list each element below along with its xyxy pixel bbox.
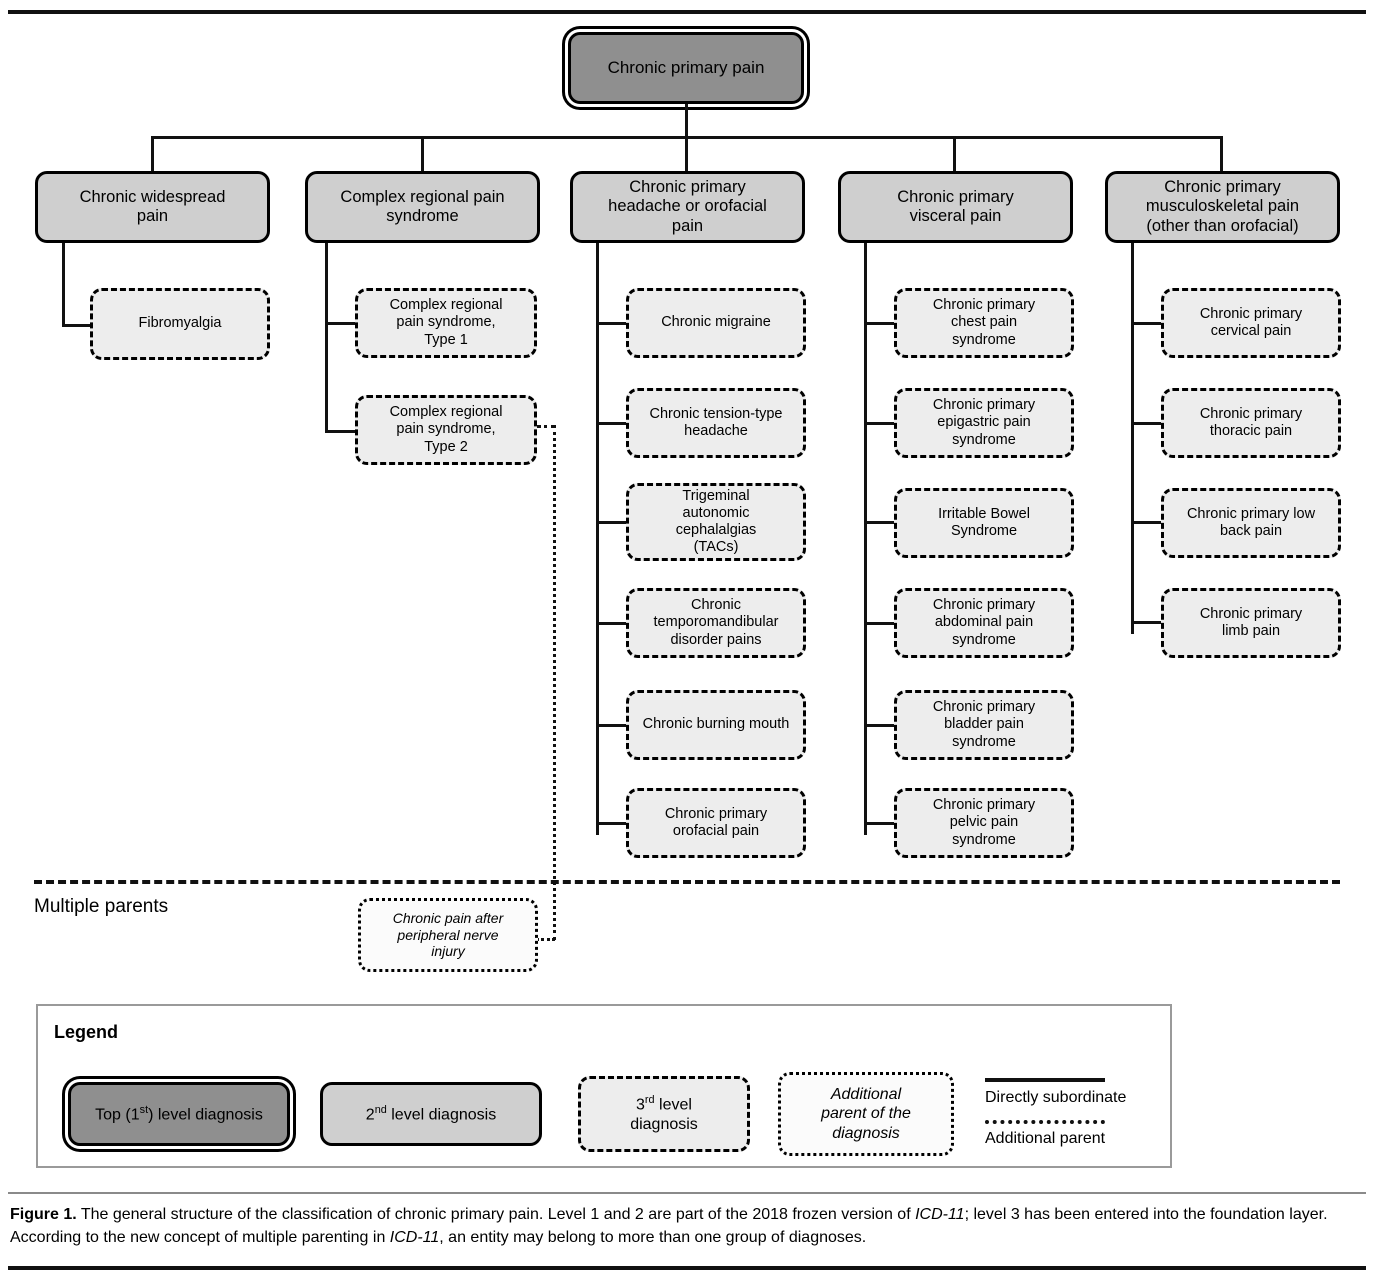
legend-sample-level3: 3rd level diagnosis — [578, 1076, 750, 1152]
multiple-parents-divider — [34, 880, 1340, 884]
caption-part-2: ; level 3 has been entered into the foun… — [10, 1206, 1328, 1247]
connector-col4-stub-2 — [864, 422, 896, 425]
node-chronic-primary-limb-pain: Chronic primary limb pain — [1161, 588, 1341, 658]
connector-col5-trunk — [1131, 243, 1134, 634]
node-chronic-primary-visceral-pain: Chronic primary visceral pain — [838, 171, 1073, 243]
legend-sample-level2-text: 2nd level diagnosis — [365, 1103, 497, 1124]
node-chronic-primary-thoracic-pain: Chronic primary thoracic pain — [1161, 388, 1341, 458]
multiple-parents-label: Multiple parents — [34, 896, 169, 917]
node-complex-regional-pain-syndrome: Complex regional pain syndrome — [305, 171, 540, 243]
node-chronic-primary-headache-or-orofacial-pain: Chronic primary headache or orofacial pa… — [570, 171, 805, 243]
node-chronic-primary-cervical-pain: Chronic primary cervical pain — [1161, 288, 1341, 358]
caption-top-rule — [8, 1192, 1366, 1194]
legend-sample-level1: Top (1st) level diagnosis — [68, 1082, 290, 1146]
connector-col1-stub-1 — [62, 324, 92, 327]
node-chronic-primary-abdominal-pain-syndrome: Chronic primary abdominal pain syndrome — [894, 588, 1074, 658]
connector-col3-stub-4 — [596, 622, 628, 625]
node-chronic-primary-musculoskeletal-pain: Chronic primary musculoskeletal pain (ot… — [1105, 171, 1340, 243]
legend-line-dotted-sample — [985, 1120, 1105, 1124]
connector-bus-drop-4 — [953, 136, 956, 172]
node-trigeminal-autonomic-cephalalgias: Trigeminal autonomic cephalalgias (TACs) — [626, 483, 806, 561]
node-crps-type-1: Complex regional pain syndrome, Type 1 — [355, 288, 537, 358]
connector-root-drop — [685, 104, 688, 138]
connector-bus-drop-1 — [151, 136, 154, 172]
node-chronic-migraine: Chronic migraine — [626, 288, 806, 358]
connector-col3-stub-6 — [596, 822, 628, 825]
connector-col5-stub-3 — [1131, 521, 1163, 524]
figure-bottom-rule — [8, 1266, 1366, 1270]
connector-additional-parent-top — [537, 425, 555, 428]
connector-col5-stub-2 — [1131, 422, 1163, 425]
legend-line-solid-sample — [985, 1078, 1105, 1082]
node-chronic-temporomandibular-disorder-pains: Chronic temporomandibular disorder pains — [626, 588, 806, 658]
connector-col1-trunk — [62, 243, 65, 327]
caption-part-3: , an entity may belong to more than one … — [439, 1229, 867, 1247]
node-chronic-primary-pelvic-pain-syndrome: Chronic primary pelvic pain syndrome — [894, 788, 1074, 858]
figure-caption: Figure 1. The general structure of the c… — [10, 1203, 1362, 1249]
node-chronic-tension-type-headache: Chronic tension-type headache — [626, 388, 806, 458]
connector-col5-stub-1 — [1131, 322, 1163, 325]
connector-col5-stub-4 — [1131, 621, 1163, 624]
connector-col2-trunk — [325, 243, 328, 433]
connector-additional-parent-vertical — [553, 425, 556, 940]
connector-col4-stub-3 — [864, 521, 896, 524]
node-chronic-primary-bladder-pain-syndrome: Chronic primary bladder pain syndrome — [894, 690, 1074, 760]
connector-col3-stub-5 — [596, 724, 628, 727]
connector-col4-stub-4 — [864, 622, 896, 625]
caption-em-icd11-first: ICD-11 — [915, 1206, 965, 1223]
connector-col2-stub-2 — [325, 430, 357, 433]
node-chronic-pain-after-peripheral-nerve-injury: Chronic pain after peripheral nerve inju… — [358, 898, 538, 972]
legend-sample-level3-text: 3rd level diagnosis — [630, 1094, 698, 1133]
caption-part-1: The general structure of the classificat… — [76, 1206, 916, 1223]
legend-line-dotted-label: Additional parent — [985, 1130, 1106, 1147]
connector-col3-trunk — [596, 243, 599, 835]
node-chronic-primary-chest-pain-syndrome: Chronic primary chest pain syndrome — [894, 288, 1074, 358]
legend-sample-level2: 2nd level diagnosis — [320, 1082, 542, 1146]
connector-col3-stub-2 — [596, 422, 628, 425]
legend-line-solid-label: Directly subordinate — [985, 1089, 1127, 1106]
connector-col4-stub-5 — [864, 724, 896, 727]
node-chronic-primary-epigastric-pain-syndrome: Chronic primary epigastric pain syndrome — [894, 388, 1074, 458]
figure-top-rule — [8, 10, 1366, 14]
caption-figure-label: Figure 1. — [10, 1206, 77, 1223]
connector-col4-stub-6 — [864, 822, 896, 825]
connector-bus-drop-3 — [685, 136, 688, 172]
node-irritable-bowel-syndrome: Irritable Bowel Syndrome — [894, 488, 1074, 558]
node-chronic-primary-low-back-pain: Chronic primary low back pain — [1161, 488, 1341, 558]
node-crps-type-2: Complex regional pain syndrome, Type 2 — [355, 395, 537, 465]
node-fibromyalgia: Fibromyalgia — [90, 288, 270, 360]
connector-col2-stub-1 — [325, 322, 357, 325]
connector-col4-trunk — [864, 243, 867, 835]
connector-bus-drop-5 — [1220, 136, 1223, 172]
connector-col3-stub-1 — [596, 322, 628, 325]
connector-col4-stub-1 — [864, 322, 896, 325]
connector-col3-stub-3 — [596, 521, 628, 524]
legend-sample-level1-text: Top (1st) level diagnosis — [95, 1103, 263, 1124]
node-chronic-primary-pain: Chronic primary pain — [568, 32, 804, 104]
connector-bus-drop-2 — [421, 136, 424, 172]
caption-em-icd11-second: ICD-11 — [389, 1229, 440, 1247]
legend-sample-additional-parent: Additional parent of the diagnosis — [778, 1072, 954, 1156]
node-chronic-widespread-pain: Chronic widespread pain — [35, 171, 270, 243]
connector-additional-parent-bottom — [536, 938, 555, 941]
legend-title: Legend — [54, 1022, 119, 1042]
node-chronic-burning-mouth: Chronic burning mouth — [626, 690, 806, 760]
node-chronic-primary-orofacial-pain: Chronic primary orofacial pain — [626, 788, 806, 858]
